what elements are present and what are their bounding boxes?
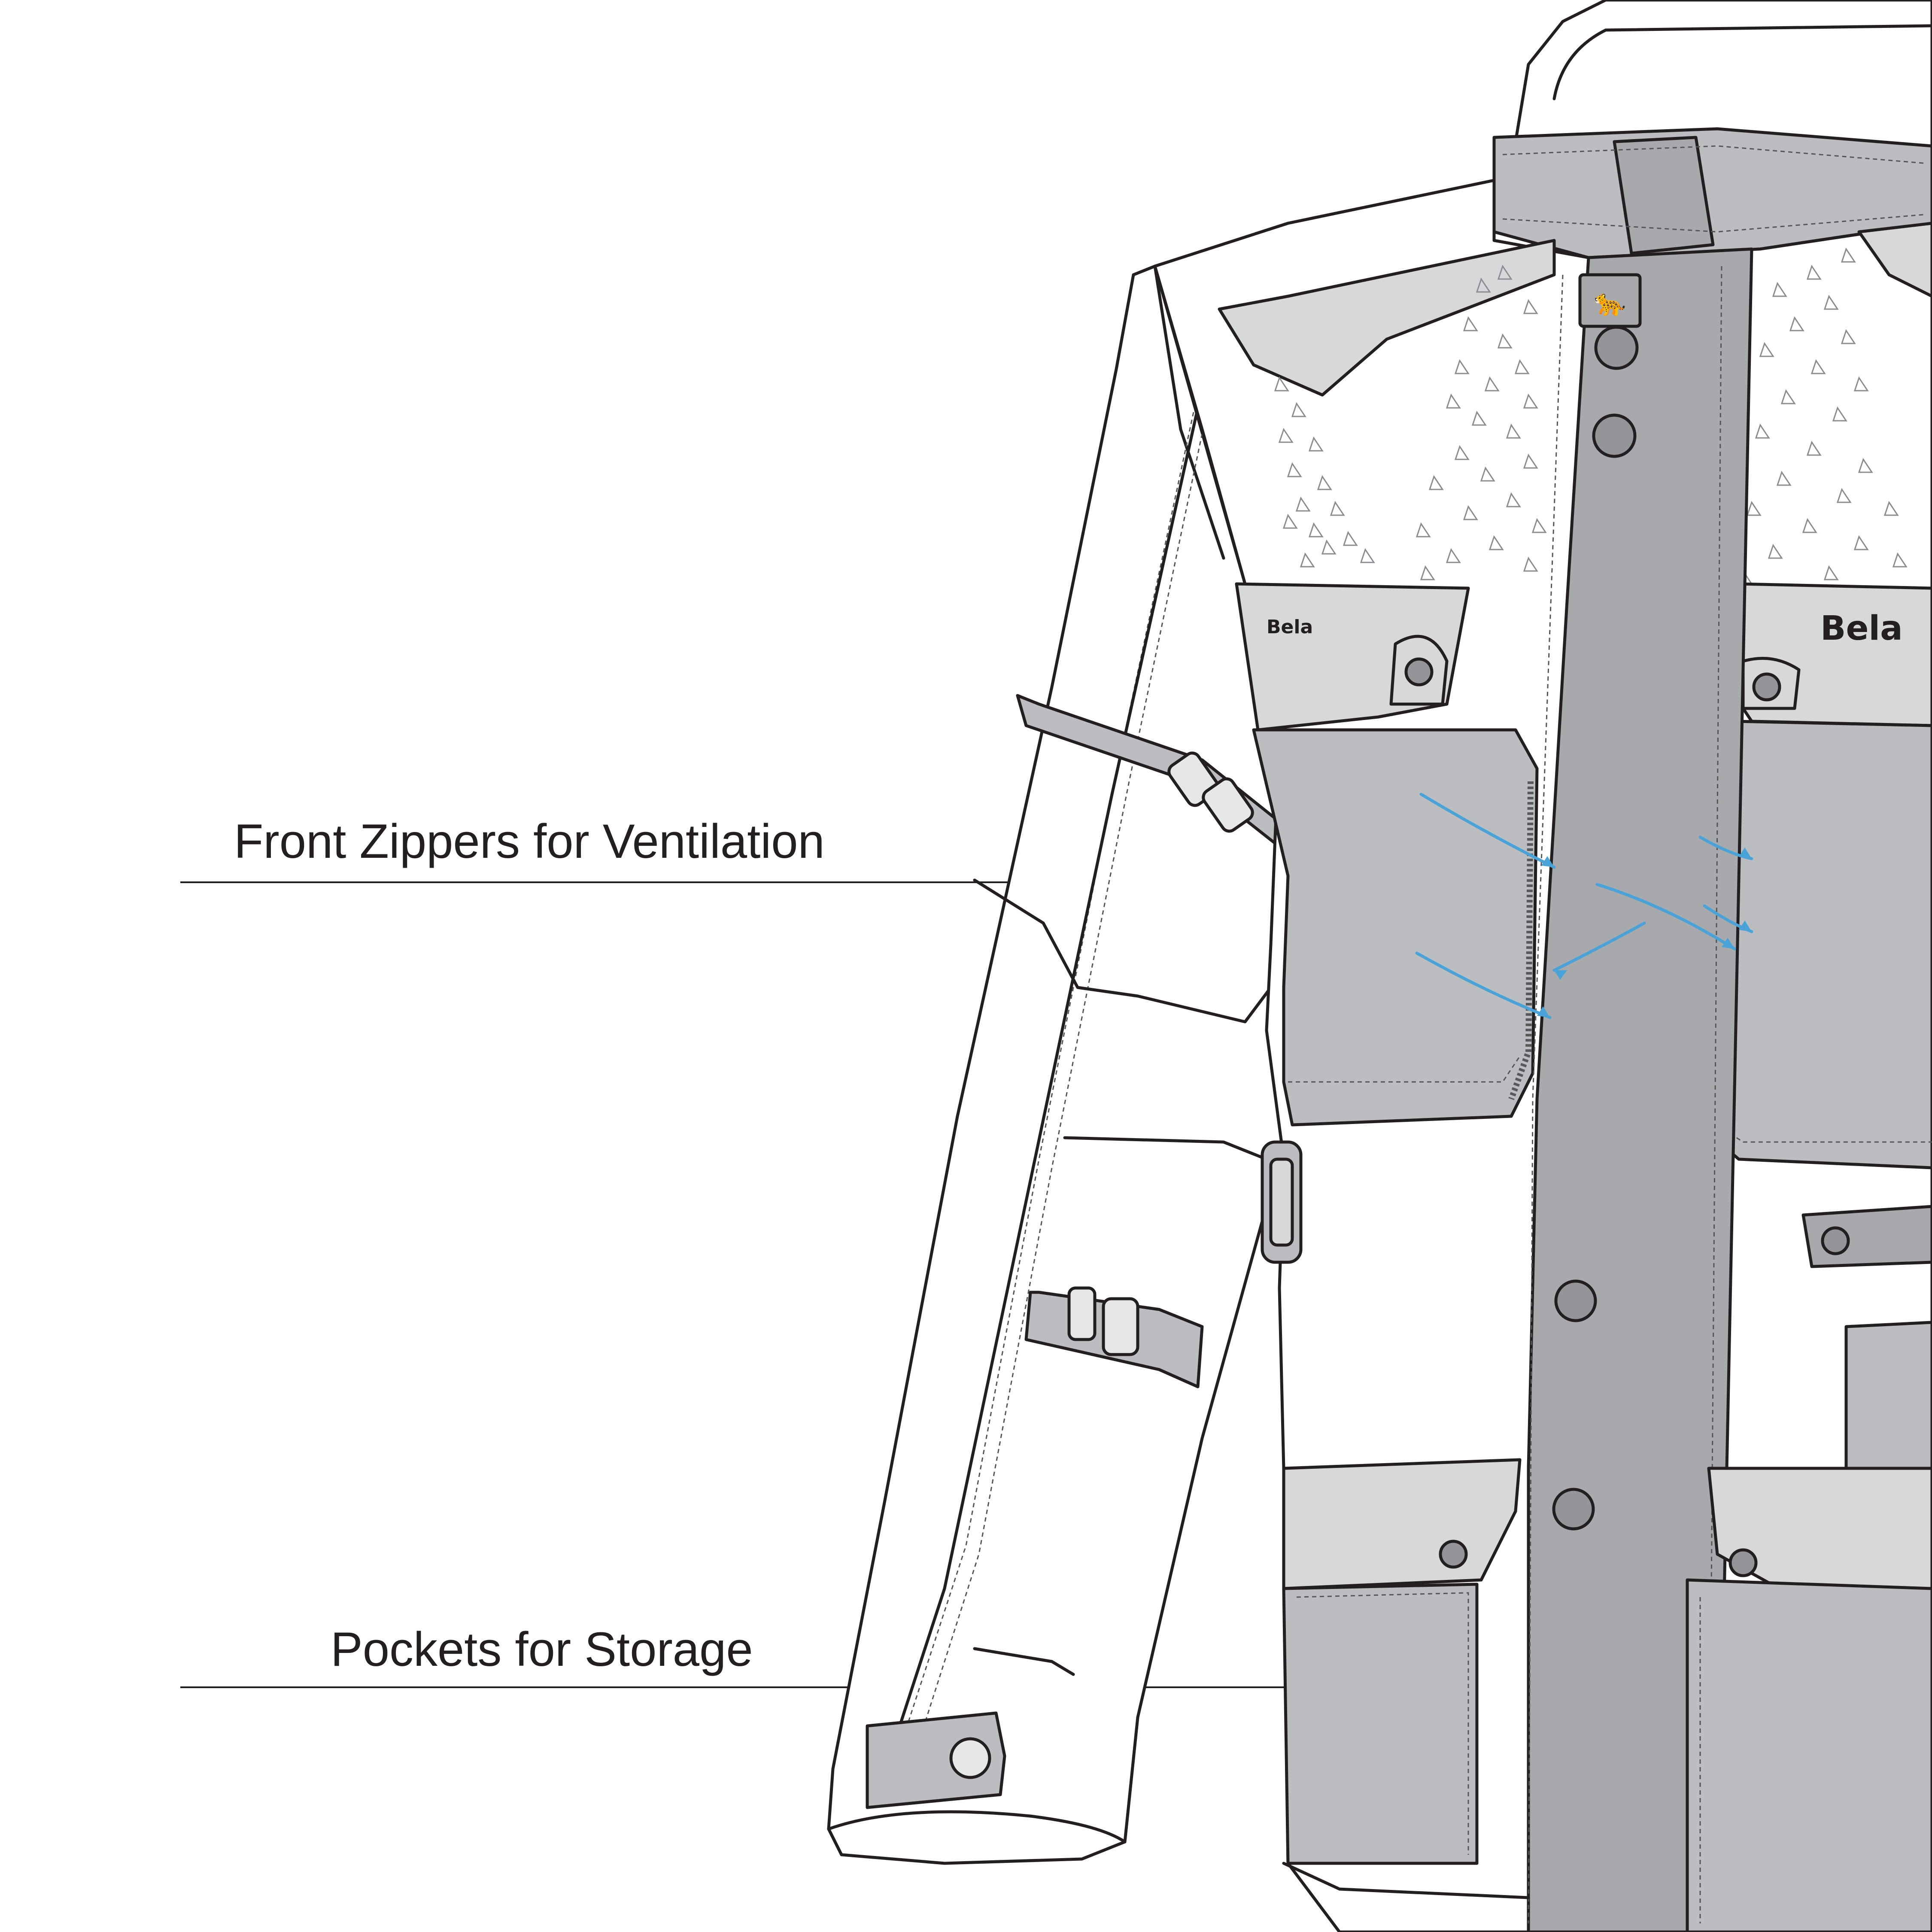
lower-pocket-left: [1282, 1583, 1479, 1865]
brand-logo-right: Bela: [1820, 609, 1903, 648]
waist-snap-icon: [1821, 1226, 1850, 1255]
cuff-snap-icon: [949, 1737, 991, 1779]
placket-snap-3-icon: [1554, 1279, 1597, 1322]
brand-badge: [1578, 273, 1642, 328]
callout-pockets-label: Pockets for Storage: [331, 1622, 753, 1676]
placket-snap-1-icon: [1594, 325, 1639, 370]
lower-pocket-right: [1686, 1578, 1932, 1932]
chest-snap-left-icon: [1404, 657, 1434, 687]
jacket-collar: [1492, 0, 1932, 259]
panther-head-icon: 🐆: [1594, 288, 1626, 318]
lower-pocket-flap-left: [1282, 1458, 1522, 1590]
ventilation-perforation-pattern: [1274, 247, 1908, 585]
callout-ventilation: Front Zippers for Ventilation: [180, 814, 1531, 883]
placket-snap-2-icon: [1592, 413, 1637, 458]
jacket-torso: Bela Bela 🐆: [1153, 179, 1932, 1932]
chest-pocket-right: [1707, 720, 1932, 1170]
vent-zipper-left-icon: [1508, 781, 1534, 1100]
chest-pocket-left: [1252, 728, 1539, 1127]
placket-snap-4-icon: [1552, 1488, 1595, 1531]
brand-logo-left: Bela: [1267, 616, 1313, 638]
lower-pocket-snap-right-icon: [1728, 1548, 1758, 1577]
chest-snap-right-icon: [1752, 672, 1781, 702]
jacket-sleeve: [827, 264, 1311, 1865]
sleeve-buckle-lower-icon: [1067, 1286, 1097, 1341]
airflow-arrow-icon: [1419, 793, 1556, 869]
callout-pockets: Pockets for Storage: [180, 1622, 1387, 1688]
airflow-arrows: [1415, 793, 1753, 1019]
lower-pocket-snap-left-icon: [1439, 1540, 1468, 1569]
callout-ventilation-label: Front Zippers for Ventilation: [234, 814, 825, 868]
